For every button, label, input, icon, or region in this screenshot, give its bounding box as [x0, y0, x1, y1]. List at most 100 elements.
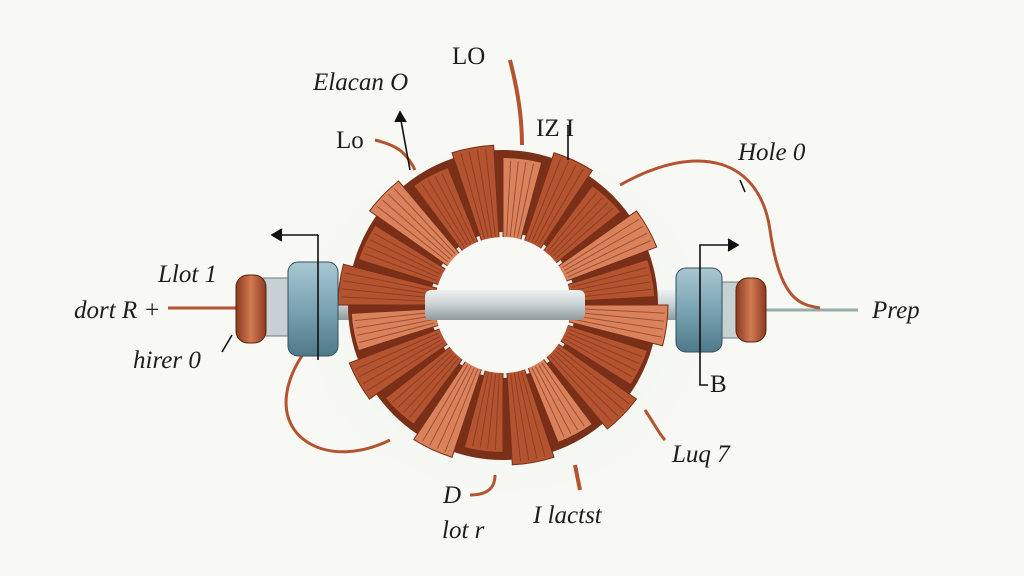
label-iz: IZ I: [536, 115, 574, 142]
wire-turn: [429, 366, 472, 446]
wire-turn: [341, 296, 433, 302]
wire-turn: [573, 288, 652, 299]
wire-luq: [643, 409, 667, 442]
wire-turn: [567, 332, 640, 365]
wire-turn: [355, 315, 433, 329]
wire-turn: [366, 342, 444, 392]
wire-turn: [534, 366, 572, 434]
wire-turn: [573, 311, 665, 322]
wire-turn: [538, 364, 579, 431]
wire-turn: [534, 164, 577, 244]
wire-d: [469, 474, 497, 497]
label-luq: Luq 7: [671, 441, 731, 468]
wire-turn: [513, 162, 527, 238]
wire-turn: [552, 202, 609, 257]
wire-turn: [476, 149, 493, 238]
right-connector: [675, 267, 767, 353]
wire-turn: [342, 280, 433, 295]
wire-turn: [550, 355, 613, 422]
wire-turn: [397, 353, 454, 408]
label-d: D: [442, 482, 461, 509]
wire-turn: [552, 353, 619, 417]
wires: [168, 59, 858, 497]
wire-turn: [392, 350, 451, 403]
label-hirer: hirer 0: [133, 347, 201, 374]
wire-flactst: [573, 464, 582, 491]
wire-turn: [344, 272, 434, 292]
wire-turn: [520, 371, 546, 457]
wire-turn: [366, 245, 439, 278]
wire-turn: [387, 193, 454, 257]
wire-turn: [341, 288, 433, 299]
core-rod-center: [425, 290, 585, 320]
wire-turn: [373, 232, 442, 272]
label-dort: dort R +: [74, 297, 160, 324]
left-connector: [235, 261, 339, 357]
wire-lo-left: [374, 138, 417, 171]
wire-turn: [357, 318, 434, 336]
toroid-coil: [337, 144, 669, 466]
wire-turn: [362, 339, 442, 385]
wire-turn: [444, 369, 479, 452]
wire-turn: [565, 232, 648, 275]
pointer-hole: [739, 179, 746, 193]
wire-turn: [468, 151, 489, 238]
wire-hole: [619, 159, 821, 310]
wire-turn: [569, 329, 643, 358]
wire-turn: [427, 179, 468, 246]
wire-turn: [472, 372, 489, 447]
wire-turn: [573, 308, 665, 314]
wire-turn: [382, 199, 451, 260]
wire-turn: [537, 168, 584, 246]
wire-turn: [355, 332, 439, 370]
wire-turn: [557, 347, 630, 405]
wire-turn: [541, 362, 585, 427]
wire-turn: [513, 372, 530, 461]
wire-turn: [510, 373, 521, 462]
wire-turn: [572, 318, 662, 338]
wire-turn: [527, 158, 562, 241]
wire-turn: [564, 338, 633, 378]
label-flactst: I lactst: [532, 502, 603, 529]
wire-turn: [566, 335, 637, 371]
arrow-elacan: [399, 114, 411, 171]
wire-turn: [434, 176, 472, 244]
label-elacan: Elacan O: [312, 69, 408, 96]
wire-turn: [531, 161, 570, 243]
arrow-left: [275, 234, 319, 360]
wire-turn: [547, 192, 598, 252]
wire-turn: [555, 207, 614, 260]
label-llot: Llot 1: [157, 261, 217, 288]
wire-turn: [376, 205, 449, 263]
wire-turn: [517, 372, 538, 459]
wire-turn: [573, 315, 664, 330]
wire-turn: [408, 358, 459, 418]
wire-turn: [441, 172, 475, 243]
wire-turn: [436, 367, 475, 449]
wire-turn: [369, 239, 440, 275]
wire-turn: [460, 153, 486, 239]
label-prep: Prep: [871, 297, 920, 324]
wire-turn: [531, 367, 565, 438]
wire-turn: [358, 322, 435, 344]
wire-turn: [403, 355, 456, 413]
wire-turn: [393, 188, 456, 255]
wire-turn: [517, 163, 534, 238]
wire-turn: [564, 225, 644, 271]
label-lo-top: LO: [452, 43, 485, 70]
arrow-right: [699, 244, 735, 360]
wire-turn: [509, 161, 519, 237]
wire-turn: [567, 240, 651, 278]
wire-turn: [354, 311, 433, 322]
label-lo-left: Lo: [336, 127, 364, 154]
wire-turn: [363, 252, 437, 281]
wire-turn: [485, 148, 496, 237]
wire-turn: [506, 160, 512, 237]
label-lot-r: lot r: [442, 517, 485, 544]
wire-lo-top: [508, 59, 524, 146]
wire-turn: [571, 266, 648, 288]
wire-turn: [562, 218, 640, 268]
wire-turn: [487, 373, 497, 449]
pointer-lines: [221, 110, 746, 386]
